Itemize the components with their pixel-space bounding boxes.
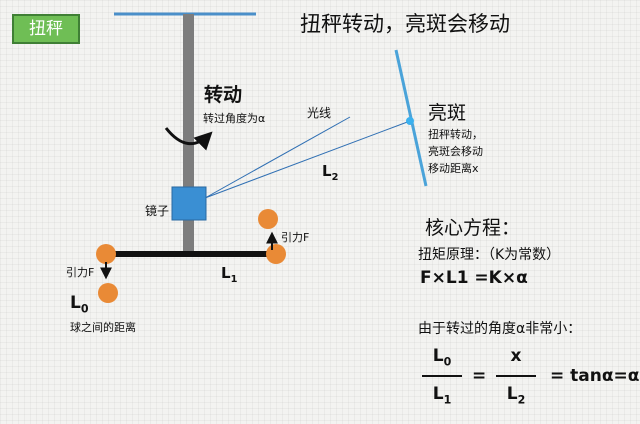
light-spot-description: 扭秤转动， 亮斑会移动 移动距离x: [428, 126, 483, 177]
ball-left-large: [96, 244, 116, 264]
ball-right-large: [266, 244, 286, 264]
page-title: 扭秤转动，亮斑会移动: [300, 12, 510, 36]
l0-subscript: 0: [80, 302, 89, 316]
force-label-right: 引力F: [281, 231, 310, 244]
l2-letter: L: [322, 162, 332, 180]
equation-title: 核心方程：: [425, 217, 521, 239]
fraction-1-numerator: L0: [422, 346, 462, 368]
fraction-2-denominator: L2: [496, 384, 536, 406]
ball-distance-label: 球之间的距离: [70, 321, 136, 334]
mirror: [171, 186, 207, 221]
torque-principle: 扭矩原理：（K为常数）: [418, 247, 561, 263]
topic-badge: 扭秤: [12, 14, 80, 44]
frac1-num-letter: L: [432, 346, 444, 366]
incident-light-ray: [204, 116, 351, 199]
light-spot-label: 亮斑: [428, 102, 467, 124]
light-spot: [406, 117, 414, 125]
light-ray-label: 光线: [307, 106, 332, 120]
frac2-den-subscript: 2: [517, 393, 526, 407]
fraction-1-denominator: L1: [422, 384, 462, 406]
rotation-arrow: [164, 127, 213, 151]
l2-label: L2: [322, 162, 338, 183]
mirror-label: 镜子: [145, 204, 170, 218]
l1-subscript: 1: [230, 274, 238, 285]
reflected-light-ray: [204, 120, 411, 199]
fraction-2-numerator: x: [510, 346, 522, 366]
rotation-label: 转动: [204, 84, 243, 106]
l2-subscript: 2: [331, 172, 339, 183]
tangent-approximation: = tanα=α: [550, 366, 640, 386]
frac1-num-subscript: 0: [443, 355, 452, 369]
ball-left-small: [98, 283, 118, 303]
rotation-angle-label: 转过角度为α: [203, 112, 266, 125]
suspension-rod: [183, 14, 194, 256]
ball-right-small: [258, 209, 278, 229]
l0-label: L0: [70, 293, 89, 315]
frac2-den-letter: L: [506, 384, 518, 404]
l1-letter: L: [221, 264, 231, 282]
frac1-den-subscript: 1: [443, 393, 452, 407]
force-label-left: 引力F: [66, 266, 95, 279]
small-angle-note: 由于转过的角度α非常小：: [418, 321, 582, 337]
torque-equation: F×L1 =K×α: [420, 268, 528, 288]
l1-label: L1: [221, 264, 237, 285]
equals-sign: =: [472, 366, 487, 386]
l0-letter: L: [70, 293, 81, 313]
spot-desc-line-2: 亮斑会移动: [428, 145, 483, 158]
spot-desc-line-3: 移动距离x: [428, 162, 479, 175]
spot-desc-line-1: 扭秤转动，: [428, 128, 483, 141]
frac1-den-letter: L: [432, 384, 444, 404]
